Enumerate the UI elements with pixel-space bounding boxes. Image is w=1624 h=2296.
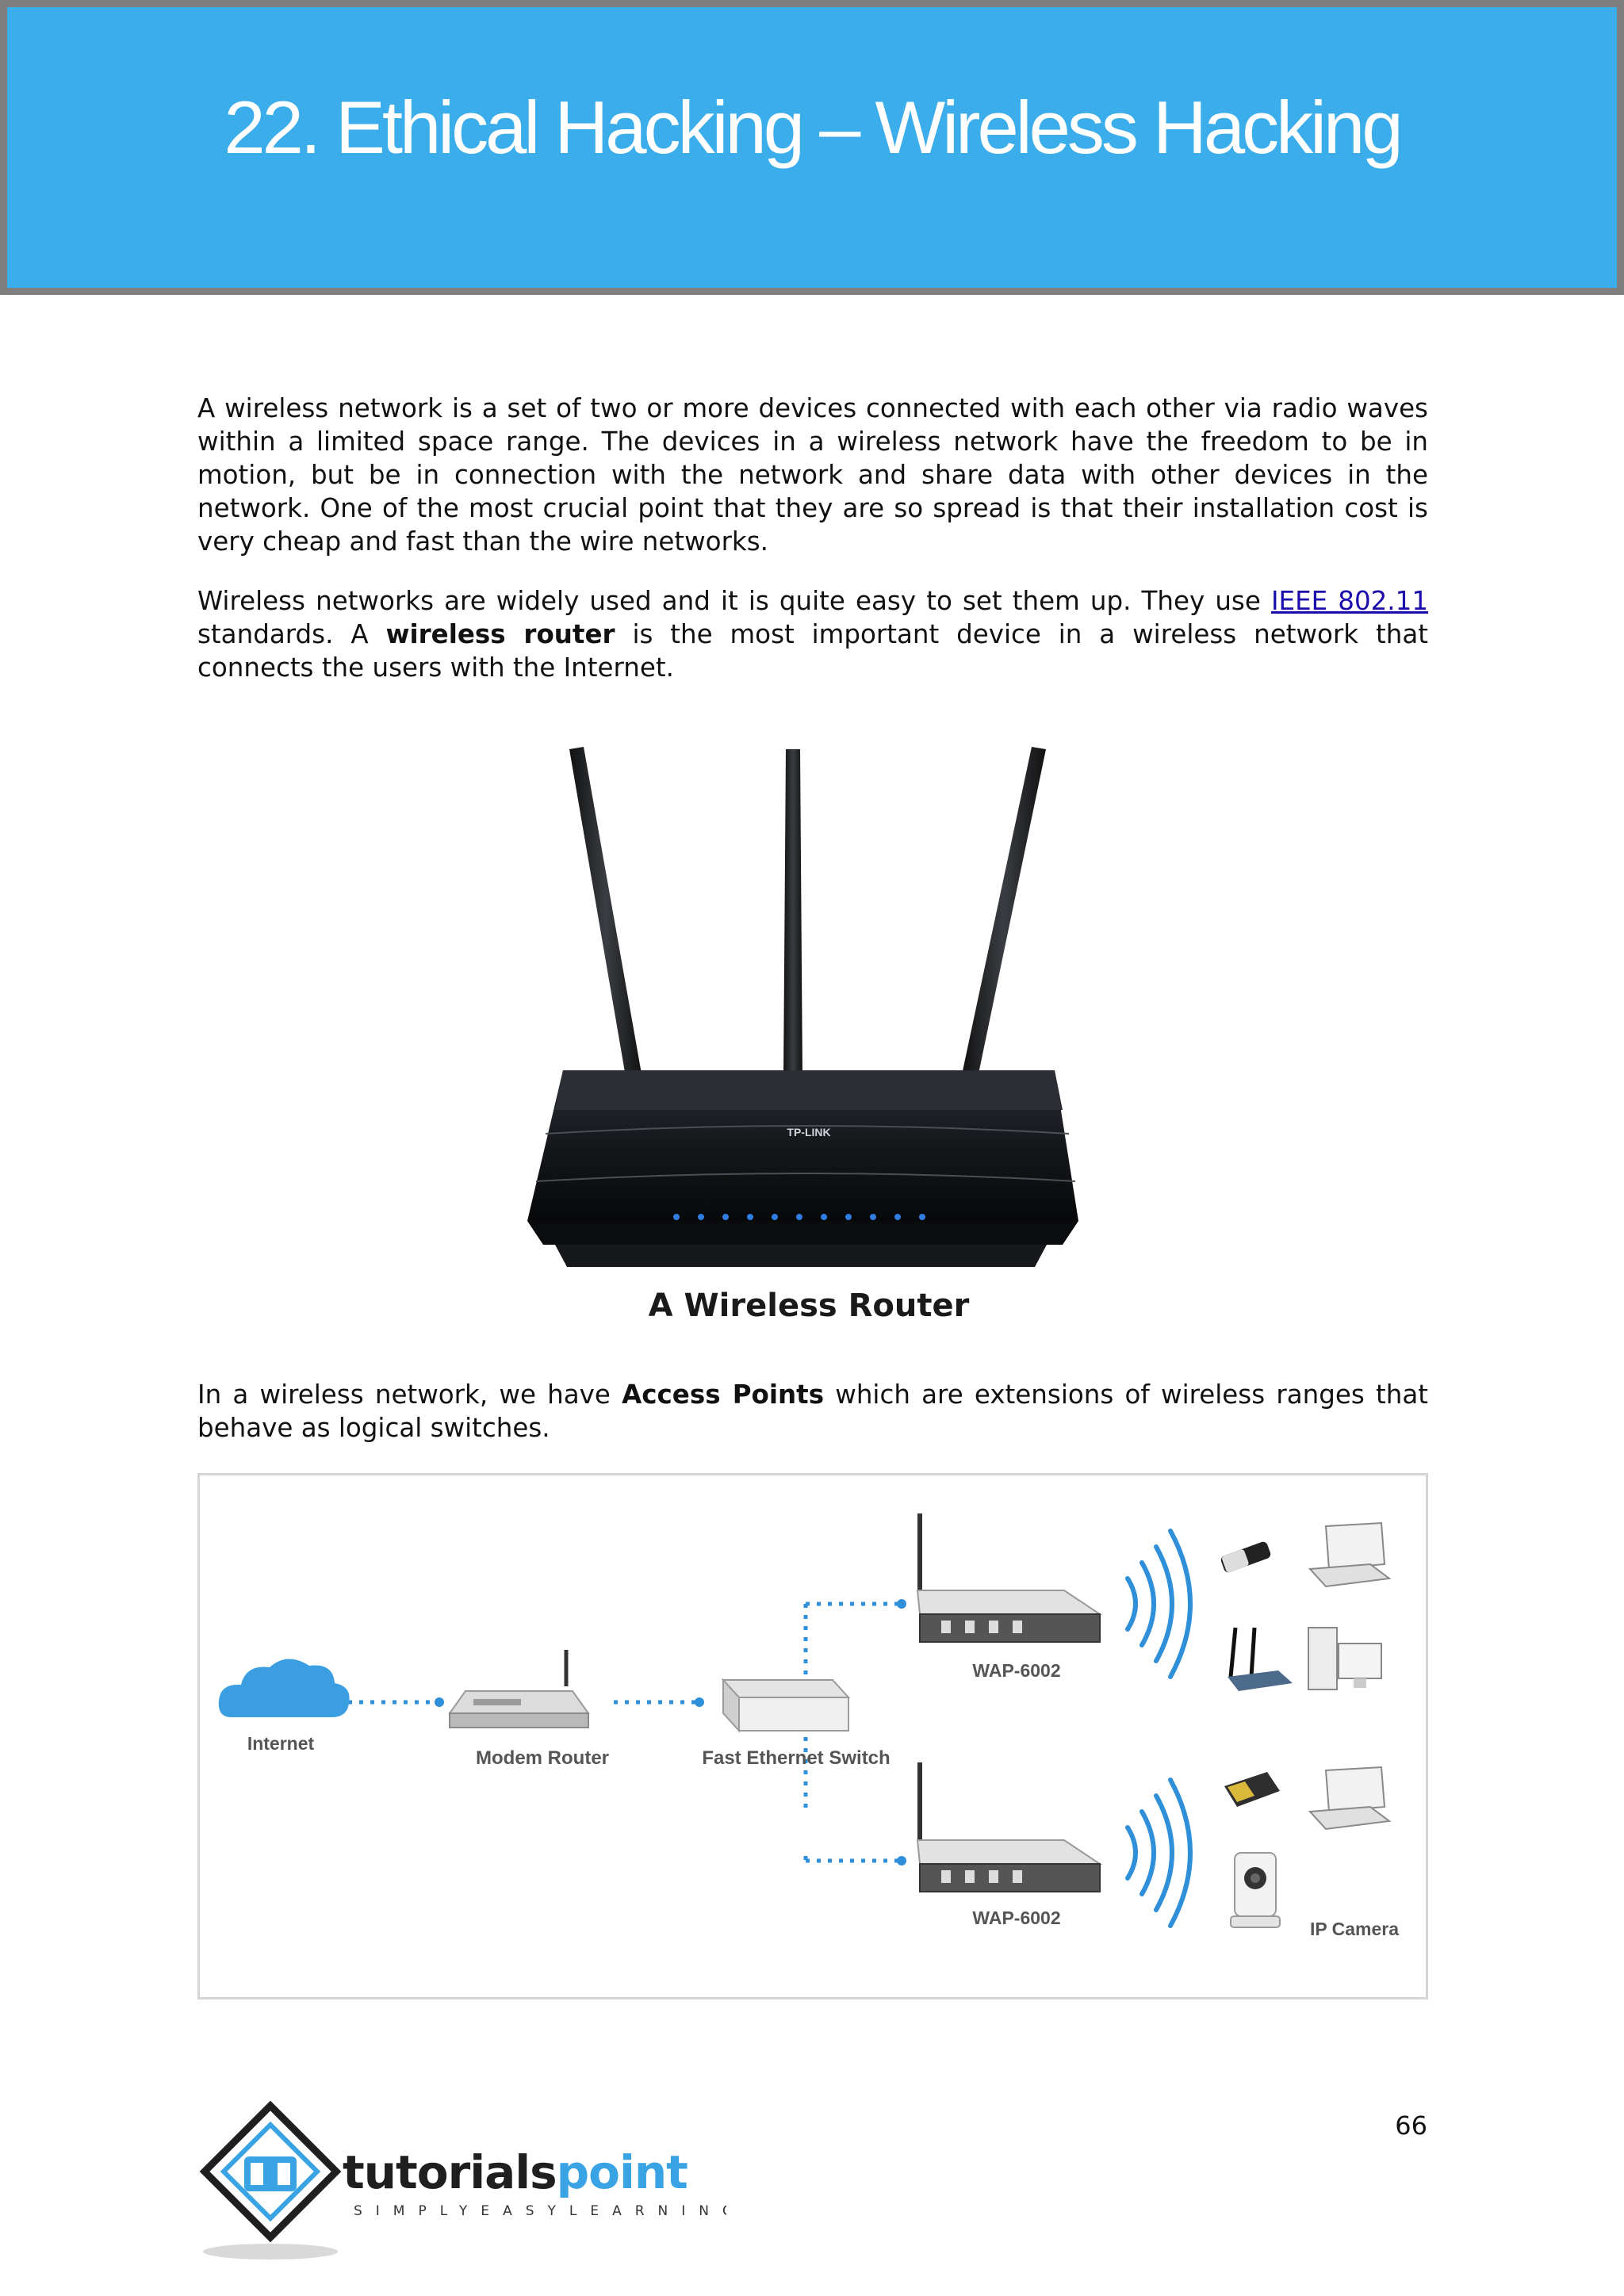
pci-wifi-card-icon xyxy=(1228,1627,1293,1691)
access-points-text-1: In a wireless network, we have xyxy=(197,1380,622,1410)
ethernet-switch-icon xyxy=(721,1678,851,1733)
tutorialspoint-logo-image: tutorialspoint SIMPLYEASYLEARNING xyxy=(199,2100,733,2260)
standards-text-1: Wireless networks are widely used and it… xyxy=(197,586,1271,616)
chapter-title: 22. Ethical Hacking – Wireless Hacking xyxy=(224,86,1403,169)
ip-camera-label: IP Camera xyxy=(1310,1919,1399,1939)
status-leds xyxy=(673,1214,925,1220)
laptop-bottom-icon xyxy=(1308,1766,1392,1831)
tutorialspoint-logo: tutorialspoint SIMPLYEASYLEARNING xyxy=(195,2100,733,2263)
ieee-link[interactable]: IEEE 802.11 xyxy=(1270,586,1428,616)
wifi-waves-bottom-icon xyxy=(1125,1777,1193,1928)
network-diagram-canvas: Internet Modem Router Fast Ethernet Swit… xyxy=(218,1513,1399,1939)
page-number: 66 xyxy=(1395,2110,1427,2141)
intro-paragraph: A wireless network is a set of two or mo… xyxy=(197,393,1428,557)
access-point-top-icon xyxy=(916,1513,1103,1643)
network-diagram: Internet Modem Router Fast Ethernet Swit… xyxy=(197,1473,1428,1999)
laptop-icon xyxy=(1308,1521,1392,1588)
logo-tagline: SIMPLYEASYLEARNING xyxy=(354,2203,726,2219)
desktop-computer-icon xyxy=(1308,1627,1382,1690)
access-point-bottom-icon xyxy=(916,1762,1103,1892)
antenna-right xyxy=(961,747,1046,1081)
chapter-banner: 22. Ethical Hacking – Wireless Hacking xyxy=(0,0,1624,295)
ap-top-label: WAP-6002 xyxy=(972,1660,1060,1681)
modem-router-icon xyxy=(448,1650,590,1728)
standards-text-3: is the most important device in a wirele… xyxy=(197,619,1428,683)
internet-cloud-icon xyxy=(218,1659,350,1717)
ip-camera-icon xyxy=(1230,1852,1281,1928)
standards-paragraph: Wireless networks are widely used and it… xyxy=(197,584,1428,684)
access-points-paragraph: In a wireless network, we have Access Po… xyxy=(197,1378,1428,1445)
wireless-router-term: wireless router xyxy=(385,619,615,649)
wifi-waves-top-icon xyxy=(1125,1529,1193,1679)
internet-label: Internet xyxy=(247,1733,315,1754)
logo-wordmark: tutorialspoint xyxy=(343,2145,688,2199)
router-brand-text: TP-LINK xyxy=(787,1126,830,1138)
figure1-caption: A Wireless Router xyxy=(649,1288,970,1324)
logo-wordmark-accent: point xyxy=(557,2145,688,2199)
modem-router-label: Modem Router xyxy=(476,1747,609,1769)
usb-adapter-icon xyxy=(1220,1541,1271,1573)
antenna-left xyxy=(569,747,642,1081)
wireless-router-figure: TP-LINK A Wireless Router xyxy=(508,737,1110,1348)
antenna-center xyxy=(783,749,802,1078)
switch-label: Fast Ethernet Switch xyxy=(702,1747,890,1769)
access-points-text-2: which are extensions of wireless ranges … xyxy=(197,1380,1429,1443)
access-points-term: Access Points xyxy=(622,1380,825,1410)
connection-lines xyxy=(348,1601,902,1863)
logo-wordmark-dark: tutorials xyxy=(343,2145,557,2199)
standards-text-2: standards. A xyxy=(197,619,386,649)
pcmcia-card-icon xyxy=(1224,1772,1280,1807)
ap-bottom-label: WAP-6002 xyxy=(972,1908,1060,1928)
wireless-router-image: TP-LINK A Wireless Router xyxy=(527,747,1078,1324)
